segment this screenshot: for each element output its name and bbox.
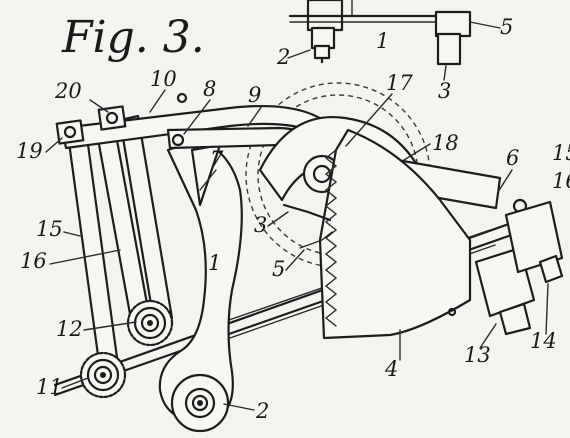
label-14: 14 bbox=[530, 329, 557, 353]
label-1-top: 1 bbox=[376, 29, 389, 53]
link-3-5 bbox=[282, 203, 333, 249]
pin-hole bbox=[176, 92, 188, 104]
label-17: 17 bbox=[386, 71, 413, 95]
block-19 bbox=[55, 119, 85, 145]
label-19: 19 bbox=[16, 139, 43, 163]
label-16-right: 16 bbox=[552, 169, 570, 193]
label-18: 18 bbox=[432, 131, 459, 155]
label-10: 10 bbox=[150, 67, 177, 91]
label-2-bottom: 2 bbox=[255, 399, 269, 423]
top-bracket-assembly bbox=[288, 0, 472, 66]
label-5-mid: 5 bbox=[272, 257, 285, 281]
pivot-2 bbox=[170, 373, 230, 433]
gear-12 bbox=[126, 299, 174, 347]
label-7: 7 bbox=[210, 147, 224, 171]
label-13: 13 bbox=[464, 343, 491, 367]
label-5-top: 5 bbox=[500, 15, 513, 39]
sector-4 bbox=[318, 128, 472, 340]
label-3-mid: 3 bbox=[254, 213, 267, 237]
label-9: 9 bbox=[248, 83, 261, 107]
label-6: 6 bbox=[506, 146, 519, 170]
label-15-left: 15 bbox=[36, 217, 63, 241]
label-8: 8 bbox=[203, 77, 216, 101]
label-3-top: 3 bbox=[438, 79, 451, 103]
label-1-mid: 1 bbox=[208, 251, 221, 275]
leader-lines bbox=[45, 21, 549, 411]
label-20: 20 bbox=[54, 79, 82, 103]
box-14 bbox=[504, 200, 564, 284]
figure-title: Fig. 3. bbox=[61, 12, 205, 63]
block-20 bbox=[97, 105, 127, 131]
label-4: 4 bbox=[384, 357, 398, 381]
label-2-top: 2 bbox=[276, 45, 290, 69]
gear-11 bbox=[79, 351, 127, 399]
label-16-left: 16 bbox=[20, 249, 47, 273]
label-11: 11 bbox=[36, 375, 63, 399]
label-15-right: 15 bbox=[552, 141, 570, 165]
pivot-8 bbox=[171, 133, 185, 147]
label-12: 12 bbox=[56, 317, 83, 341]
